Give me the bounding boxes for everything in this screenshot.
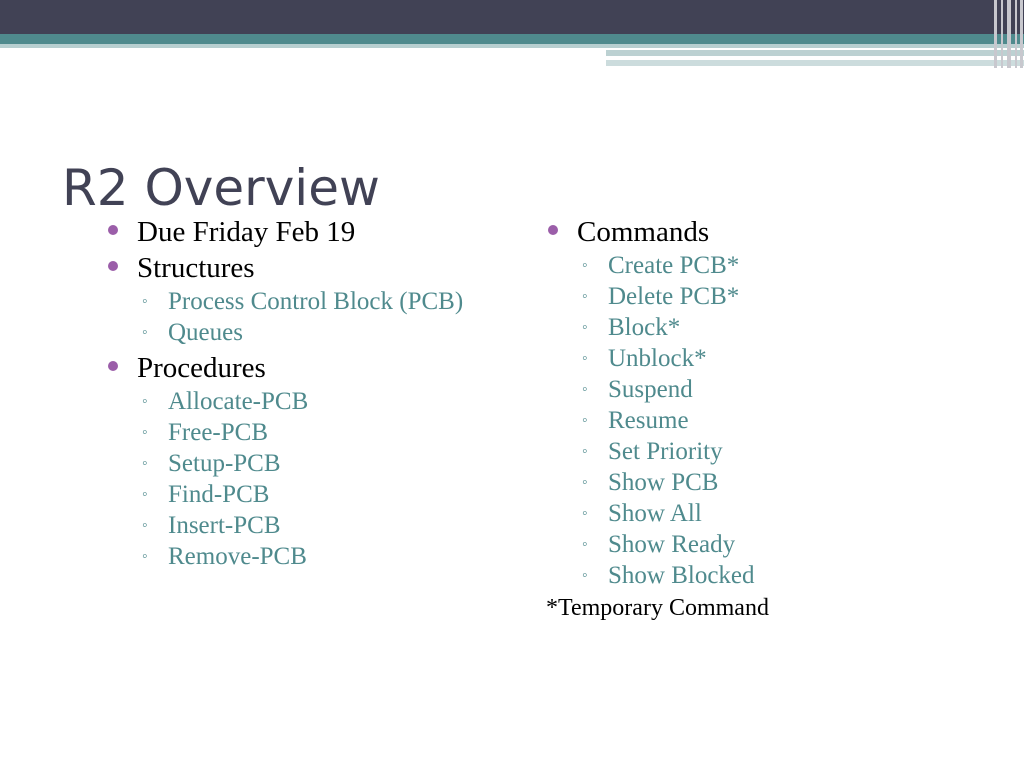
bullet-dot-icon (108, 361, 118, 371)
sub-bullet-label: Show Ready (608, 531, 736, 558)
sub-bullet-icon: ◦ (582, 257, 588, 274)
bullet-item: Commands (546, 214, 966, 250)
sub-bullet-label: Process Control Block (PCB) (168, 288, 464, 315)
sub-bullet-list: ◦ Process Control Block (PCB) ◦ Queues (106, 288, 486, 346)
sub-bullet-icon: ◦ (582, 381, 588, 398)
bullet-label: Due Friday Feb 19 (137, 216, 356, 248)
header-strip-highlight (610, 56, 950, 58)
sub-bullet-list: ◦ Allocate-PCB ◦ Free-PCB ◦ Setup-PCB ◦ Find-PC… (106, 388, 486, 570)
sub-bullet-label: Insert-PCB (168, 512, 281, 539)
sub-bullet-label: Setup-PCB (168, 450, 281, 477)
sub-bullet-icon: ◦ (142, 548, 148, 565)
right-bullet-list: Commands (546, 214, 966, 250)
command-sublist: ◦ Create PCB* ◦ Delete PCB* ◦ Block* ◦ Unblock*… (546, 252, 966, 589)
sub-bullet-icon: ◦ (142, 486, 148, 503)
sub-bullet-label: Show PCB (608, 469, 719, 496)
sub-bullet-label: Allocate-PCB (168, 388, 309, 415)
header-band-dark (0, 0, 1024, 34)
sub-bullet-label: Delete PCB* (608, 283, 740, 310)
sub-bullet-item: ◦ Set Priority (546, 438, 966, 465)
bullet-dot-icon (108, 261, 118, 271)
sub-bullet-icon: ◦ (142, 393, 148, 410)
sub-bullet-icon: ◦ (142, 424, 148, 441)
sub-bullet-item: ◦ Insert-PCB (106, 512, 486, 539)
sub-bullet-item: ◦ Show All (546, 500, 966, 527)
sub-bullet-item: ◦ Free-PCB (106, 419, 486, 446)
sub-bullet-item: ◦ Unblock* (546, 345, 966, 372)
slide-title: R2 Overview (62, 159, 380, 217)
sub-bullet-icon: ◦ (142, 517, 148, 534)
sub-bullet-item: ◦ Find-PCB (106, 481, 486, 508)
sub-bullet-item: ◦ Resume (546, 407, 966, 434)
sub-bullet-item: ◦ Process Control Block (PCB) (106, 288, 486, 315)
sub-bullet-icon: ◦ (582, 505, 588, 522)
left-bullet-list: Due Friday Feb 19 Structures ◦ Process Cont… (106, 214, 486, 570)
sub-bullet-icon: ◦ (582, 536, 588, 553)
sub-bullet-icon: ◦ (142, 455, 148, 472)
sub-bullet-item: ◦ Suspend (546, 376, 966, 403)
sub-bullet-item: ◦ Queues (106, 319, 486, 346)
sub-bullet-label: Set Priority (608, 438, 723, 465)
sub-bullet-icon: ◦ (582, 319, 588, 336)
bullet-label: Procedures (137, 352, 266, 384)
sub-bullet-label: Show All (608, 500, 702, 527)
bullet-item: Due Friday Feb 19 (106, 214, 486, 250)
footnote: *Temporary Command (546, 595, 769, 621)
sub-bullet-item: ◦ Show PCB (546, 469, 966, 496)
sub-bullet-icon: ◦ (582, 443, 588, 460)
sub-bullet-label: Unblock* (608, 345, 707, 372)
sub-bullet-label: Block* (608, 314, 681, 341)
sub-bullet-item: ◦ Show Ready (546, 531, 966, 558)
sub-bullet-item: ◦ Remove-PCB (106, 543, 486, 570)
sub-bullet-icon: ◦ (142, 324, 148, 341)
sub-bullet-item: ◦ Allocate-PCB (106, 388, 486, 415)
sub-bullet-item: ◦ Setup-PCB (106, 450, 486, 477)
left-column: Due Friday Feb 19 Structures ◦ Process Cont… (106, 214, 486, 574)
bullet-dot-icon (548, 225, 558, 235)
sub-bullet-item: ◦ Block* (546, 314, 966, 341)
bullet-item: Structures (106, 250, 486, 286)
right-column: Commands ◦ Create PCB* ◦ Delete PCB* ◦ Block*… (546, 214, 966, 623)
header-vertical-lines (992, 0, 1024, 68)
sub-bullet-icon: ◦ (582, 474, 588, 491)
sub-bullet-label: Free-PCB (168, 419, 268, 446)
sub-bullet-icon: ◦ (582, 412, 588, 429)
sub-bullet-label: Find-PCB (168, 481, 270, 508)
sub-bullet-label: Create PCB* (608, 252, 740, 279)
sub-bullet-icon: ◦ (582, 350, 588, 367)
header-strip (606, 60, 1024, 66)
sub-bullet-label: Queues (168, 319, 243, 346)
sub-bullet-icon: ◦ (142, 293, 148, 310)
bullet-dot-icon (108, 225, 118, 235)
sub-bullet-item: ◦ Create PCB* (546, 252, 966, 279)
sub-bullet-label: Remove-PCB (168, 543, 307, 570)
sub-bullet-label: Suspend (608, 376, 693, 403)
sub-bullet-item: ◦ Show Blocked (546, 562, 966, 589)
sub-bullet-label: Resume (608, 407, 689, 434)
sub-bullet-icon: ◦ (582, 288, 588, 305)
bullet-label: Structures (137, 252, 255, 284)
bullet-label: Commands (577, 216, 710, 248)
header-strip (606, 50, 1024, 56)
bullet-item: Procedures (106, 350, 486, 386)
sub-bullet-item: ◦ Delete PCB* (546, 283, 966, 310)
header-band-light (0, 44, 1024, 48)
header-band-teal (0, 34, 1024, 44)
sub-bullet-icon: ◦ (582, 567, 588, 584)
sub-bullet-label: Show Blocked (608, 562, 755, 589)
